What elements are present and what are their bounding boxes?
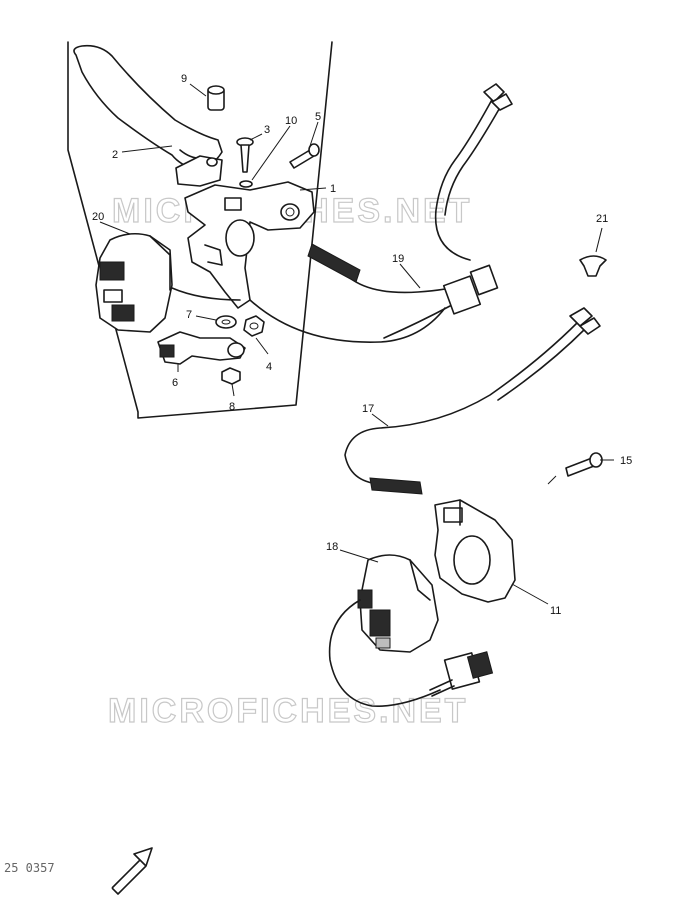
callout-18: 18: [326, 541, 338, 553]
wire-harness-19[interactable]: [249, 83, 513, 343]
inset-frame: [67, 41, 333, 419]
lever-cap[interactable]: [207, 85, 225, 111]
wire-harness-17[interactable]: [344, 307, 601, 495]
callout-4: 4: [266, 361, 272, 373]
callout-15: 15: [620, 455, 632, 467]
callout-10: 10: [285, 115, 297, 127]
nut-8[interactable]: [221, 367, 241, 385]
screw-7[interactable]: [215, 315, 237, 329]
callout-2: 2: [112, 149, 118, 161]
pivot-bolt[interactable]: [236, 137, 254, 173]
callout-20: 20: [92, 211, 104, 223]
right-switch-housing[interactable]: [434, 499, 516, 603]
brake-lever[interactable]: [73, 44, 223, 187]
callout-19: 19: [392, 253, 404, 265]
callout-7: 7: [186, 309, 192, 321]
lever-switch-6[interactable]: [157, 331, 246, 365]
screw-15[interactable]: [565, 452, 603, 477]
arrow-up-right-icon: [111, 847, 153, 895]
corner-code: 25 0357: [4, 861, 55, 875]
nut-4[interactable]: [243, 315, 265, 337]
callout-6: 6: [172, 377, 178, 389]
lever-holder[interactable]: [184, 181, 315, 309]
watermark-bottom: MICROFICHES.NET: [108, 692, 468, 730]
callout-labels: 9 2 3 10 5 1 20 7 4 6 8 19 21 17 15 11 1…: [92, 73, 632, 617]
callout-17: 17: [362, 403, 374, 415]
right-handlebar-switch[interactable]: [328, 554, 494, 707]
callout-11: 11: [550, 605, 561, 617]
washer-10[interactable]: [239, 180, 253, 188]
clip-21[interactable]: [579, 255, 607, 277]
screw-5[interactable]: [289, 143, 320, 169]
callout-5: 5: [315, 111, 321, 123]
left-handlebar-switch[interactable]: [95, 232, 241, 333]
callout-8: 8: [229, 401, 235, 413]
leader-lines: [99, 83, 614, 605]
callout-1: 1: [330, 183, 336, 195]
callout-9: 9: [181, 73, 187, 85]
callout-21: 21: [596, 213, 608, 225]
callout-3: 3: [264, 124, 270, 136]
